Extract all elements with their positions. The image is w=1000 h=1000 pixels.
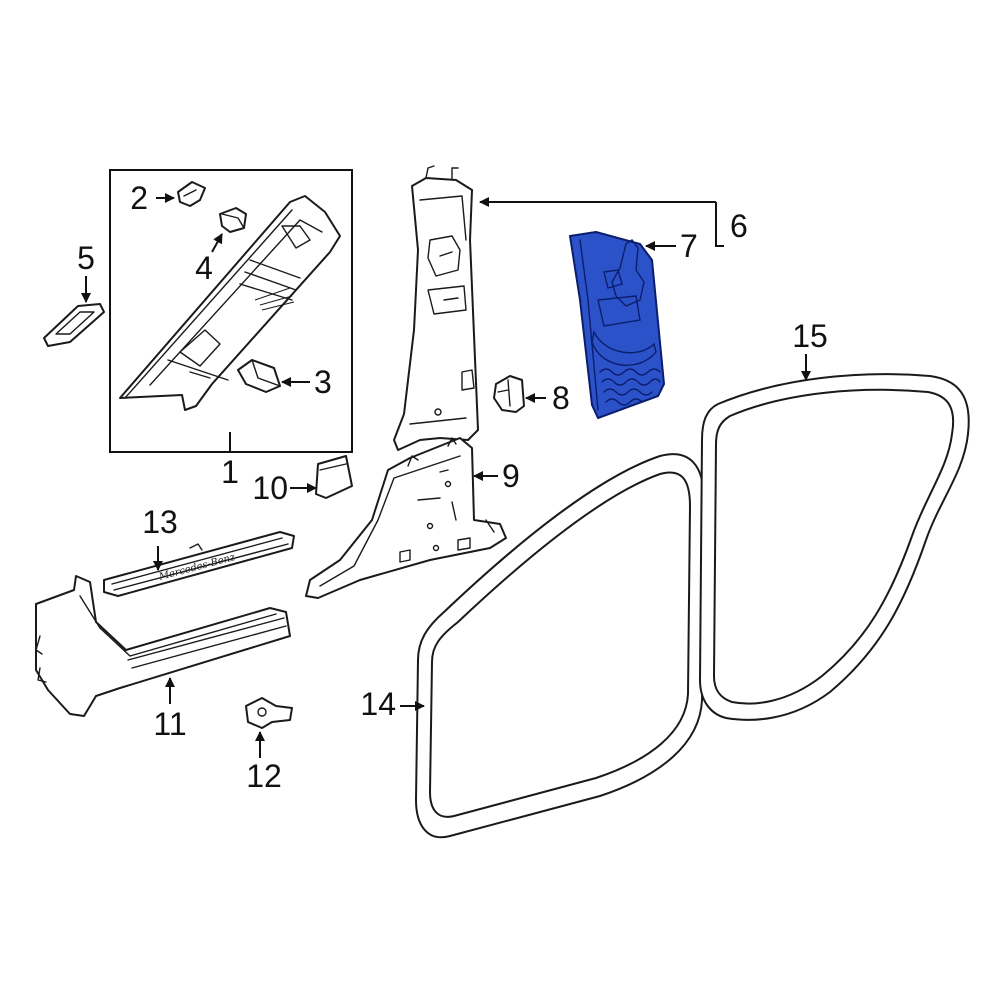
callout-12[interactable]: 12 bbox=[246, 758, 282, 794]
part-14-front-door-weatherstrip[interactable] bbox=[415, 453, 705, 839]
callout-9[interactable]: 9 bbox=[502, 458, 520, 494]
leader-4 bbox=[211, 233, 223, 253]
part-3-clip[interactable] bbox=[237, 359, 281, 393]
callout-8[interactable]: 8 bbox=[552, 380, 570, 416]
part-2-clip[interactable] bbox=[177, 181, 206, 207]
part-13-sill-plate[interactable]: Mercedes-Benz bbox=[103, 531, 295, 597]
callout-6[interactable]: 6 bbox=[730, 208, 748, 244]
callout-11[interactable]: 11 bbox=[153, 706, 186, 742]
callout-15[interactable]: 15 bbox=[792, 318, 828, 354]
part-10-cover[interactable] bbox=[315, 455, 353, 499]
leader-6-bracket bbox=[715, 202, 724, 247]
callout-5[interactable]: 5 bbox=[77, 240, 95, 276]
callout-2[interactable]: 2 bbox=[130, 180, 148, 216]
part-9-b-pillar-lower-trim[interactable] bbox=[305, 437, 507, 599]
callout-10[interactable]: 10 bbox=[252, 470, 288, 506]
callout-1[interactable]: 1 bbox=[221, 454, 239, 490]
part-5-cover[interactable] bbox=[43, 303, 105, 347]
part-12-bracket[interactable] bbox=[245, 697, 293, 729]
part-11-rocker-trim[interactable] bbox=[35, 575, 291, 717]
part-1-a-pillar-trim[interactable] bbox=[119, 195, 341, 411]
callout-14[interactable]: 14 bbox=[360, 686, 396, 722]
leader-lines bbox=[81, 193, 811, 758]
part-4-clip[interactable] bbox=[219, 207, 247, 233]
part-6-b-pillar-upper-trim[interactable] bbox=[393, 165, 479, 451]
part-15-rear-door-weatherstrip[interactable] bbox=[699, 373, 970, 721]
callout-4[interactable]: 4 bbox=[195, 250, 213, 286]
part-7-b-pillar-trim-panel[interactable] bbox=[569, 231, 665, 419]
callout-3[interactable]: 3 bbox=[314, 364, 332, 400]
callout-labels: 1 2 3 4 5 6 7 8 9 10 11 12 13 14 15 bbox=[77, 180, 828, 794]
callout-13[interactable]: 13 bbox=[142, 504, 178, 540]
part-8-clip[interactable] bbox=[493, 375, 525, 413]
callout-7[interactable]: 7 bbox=[680, 228, 698, 264]
